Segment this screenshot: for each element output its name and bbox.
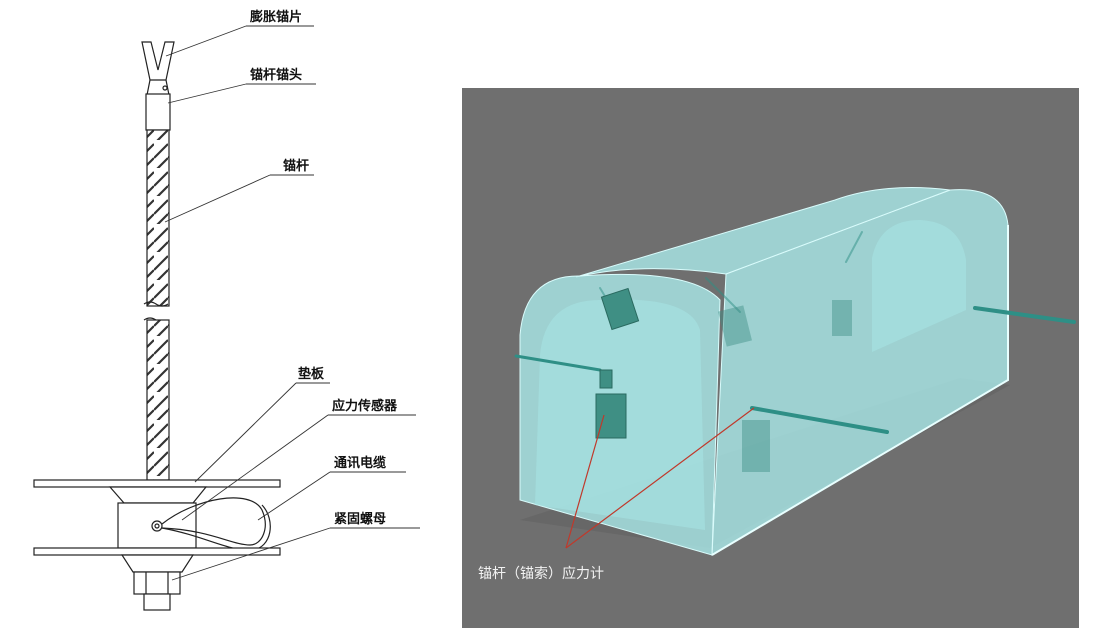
rod-right [973,306,1076,324]
tunnel-roof [575,187,951,278]
label-nut: 紧固螺母 [334,511,386,527]
anchor-rod-upper [146,129,170,307]
label-expansion-piece: 膨胀锚片 [249,9,302,25]
cone-shape [108,486,208,504]
plate-shape [33,479,281,488]
lower-cone-shape [120,554,195,573]
tunnel-render: 锚杆（锚索）应力计 [462,88,1079,628]
meter-wall-left [595,393,627,439]
render-caption: 锚杆（锚索）应力计 [478,565,604,582]
plate-lower-shape [33,547,281,556]
nut-shape [133,571,181,611]
anchor-head-shape [145,93,171,131]
rod-center [750,406,889,434]
pointer-lines [565,407,755,549]
tunnel-edge [711,225,1009,556]
rod-left [514,354,602,372]
rod-roof-right [845,231,863,263]
meter-roof-left [600,287,640,331]
label-stress-sensor: 应力传感器 [332,398,398,414]
label-cable: 通讯电缆 [334,455,386,471]
meter-center [742,420,770,472]
label-plate: 垫板 [298,366,325,382]
meter-wall-left-small [599,369,613,389]
meter-far [832,300,852,336]
rod-roof-mid [705,277,741,313]
meter-roof-mid [718,305,752,347]
expansion-piece-shape [141,41,175,96]
leader-lines [164,25,420,581]
stress-meters [595,287,852,472]
label-anchor-rod: 锚杆 [283,158,309,174]
tunnel-far-portal [872,220,966,352]
anchor-rod-lower [146,319,170,481]
anchor-line-drawing: 膨胀锚片 锚杆锚头 锚杆 垫板 应力传感器 通讯电缆 紧固螺母 [33,9,420,611]
anchor-rods [514,231,1076,434]
label-anchor-head: 锚杆锚头 [250,67,302,83]
